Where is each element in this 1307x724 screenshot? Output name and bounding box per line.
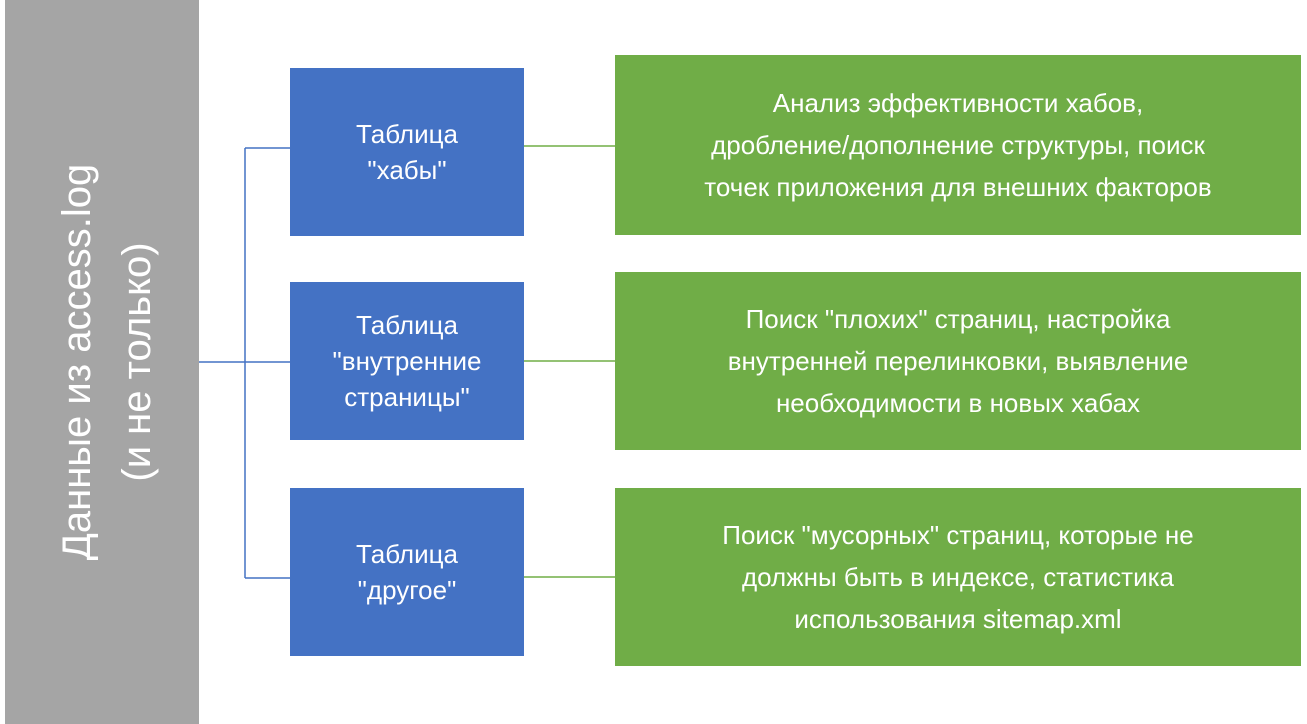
table-node-hubs: Таблица "хабы" <box>290 68 524 236</box>
result-node-hubs: Анализ эффективности хабов, дробление/до… <box>615 55 1301 235</box>
table-node-other: Таблица "другое" <box>290 488 524 656</box>
table-node-internal-pages: Таблица "внутренние страницы" <box>290 282 524 440</box>
result-node-other: Поиск "мусорных" страниц, которые не дол… <box>615 488 1301 666</box>
result-node-internal-pages: Поиск "плохих" страниц, настройка внутре… <box>615 272 1301 450</box>
source-node: Данные из access.log (и не только) <box>5 0 199 724</box>
